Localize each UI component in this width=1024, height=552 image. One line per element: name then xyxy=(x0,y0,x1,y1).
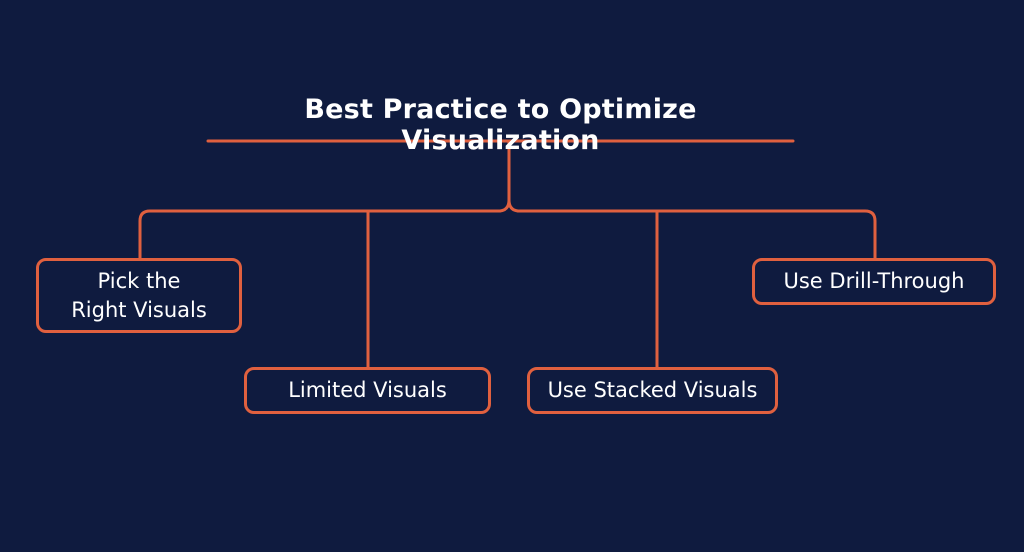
branch-left xyxy=(138,209,502,260)
node-use-stacked-visuals: Use Stacked Visuals xyxy=(527,367,778,414)
node-label: Use Drill-Through xyxy=(783,269,965,293)
node-label: Use Stacked Visuals xyxy=(547,378,758,402)
node-use-drill-through: Use Drill-Through xyxy=(752,258,996,305)
node-label: Limited Visuals xyxy=(288,378,447,402)
branch-right xyxy=(516,209,877,260)
node-limited-visuals: Limited Visuals xyxy=(244,367,491,414)
node-label-line2: Right Visuals xyxy=(71,297,207,322)
diagram-title: Best Practice to Optimize Visualization xyxy=(304,94,697,156)
node-label-line1: Pick the xyxy=(97,268,181,293)
